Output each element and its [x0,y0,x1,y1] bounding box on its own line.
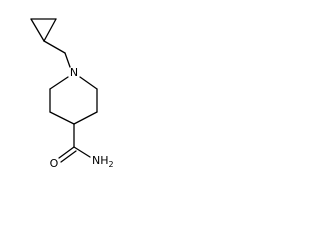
bond-cyclopropyl-2 [30,18,45,42]
bond-carbonyl-double-1 [58,146,75,159]
bond-c3-to-c4 [49,111,75,125]
bond-carbonyl-to-amide-n [73,146,91,158]
amide-nitrogen-label: NH2 [92,154,114,169]
bond-n-to-c2 [49,76,69,90]
bond-c6-to-n [79,76,98,90]
piperidine-ring [49,76,98,125]
bond-methylene-to-nitrogen [64,52,71,68]
chemical-structure-diagram: N O NH2 [30,18,114,170]
bond-cyclopropyl-3 [43,18,57,42]
amide-nh-text: NH [92,154,109,167]
bond-c4-to-c5 [73,111,98,125]
carbonyl-oxygen-label: O [50,157,59,170]
bond-carbonyl-double-2 [60,150,77,163]
cyclopropyl-ring [30,18,57,42]
bond-ring-to-methylene [43,40,66,54]
amide-h-subscript: 2 [109,160,114,169]
ring-nitrogen-label: N [70,66,78,79]
